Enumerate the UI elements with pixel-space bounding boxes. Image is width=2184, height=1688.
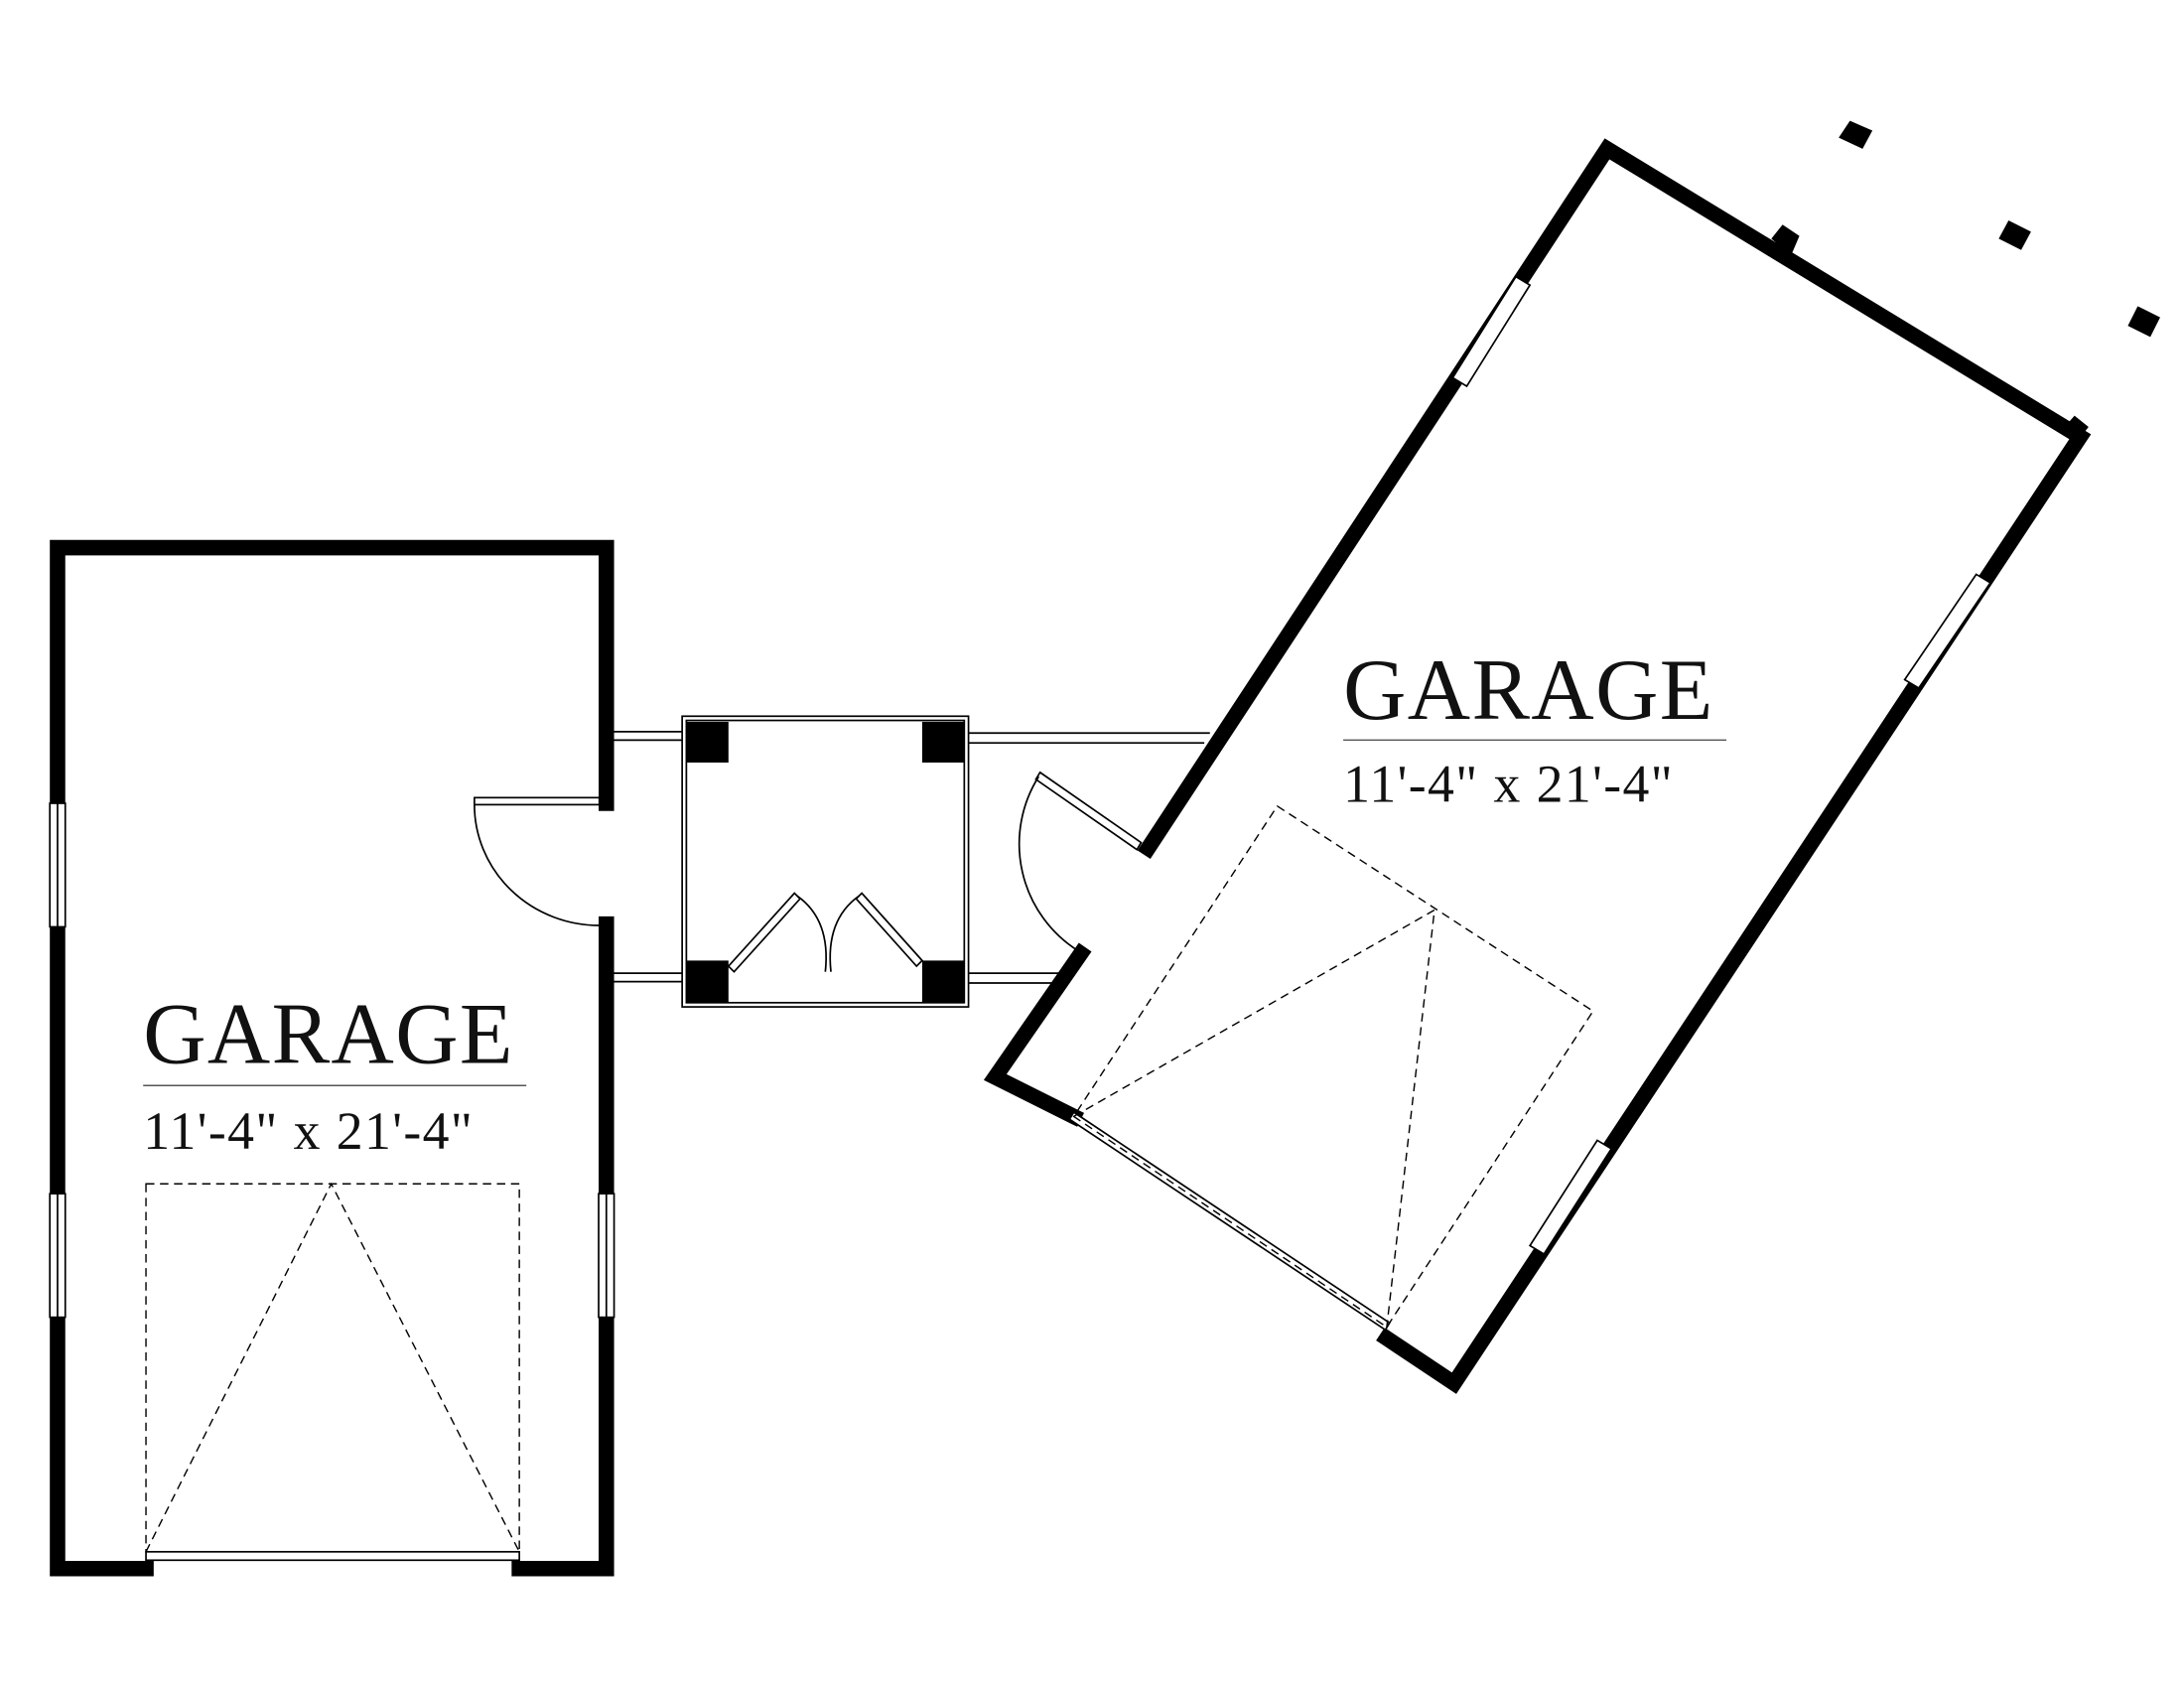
window <box>1528 1139 1613 1256</box>
post <box>686 721 729 763</box>
entry-door[interactable] <box>474 796 601 806</box>
bifold-door-right[interactable] <box>855 892 924 968</box>
post <box>1998 220 2031 250</box>
garage-door-swing <box>145 1183 520 1553</box>
entry-door[interactable] <box>1034 771 1143 851</box>
room-name: GARAGE <box>143 986 514 1082</box>
bifold-door-left[interactable] <box>727 892 802 973</box>
post <box>2127 306 2160 338</box>
left-garage-walls <box>50 539 614 1577</box>
room-dimensions: 11'-4" x 21'-4" <box>143 1101 474 1161</box>
right-garage: GARAGE 11'-4" x 21'-4" <box>983 120 2160 1394</box>
post <box>921 960 965 1003</box>
left-garage: GARAGE 11'-4" x 21'-4" <box>49 539 615 1577</box>
post <box>1839 120 1873 149</box>
room-dimensions: 11'-4" x 21'-4" <box>1343 755 1674 814</box>
post <box>686 960 729 1003</box>
breezeway-frame <box>681 715 970 1008</box>
garage-door-swing <box>1072 804 1594 1329</box>
garage-door[interactable] <box>145 1550 520 1562</box>
post <box>921 721 965 763</box>
breezeway <box>613 715 1210 1008</box>
window <box>1451 275 1532 388</box>
window <box>1903 573 1992 690</box>
room-name: GARAGE <box>1343 641 1714 738</box>
